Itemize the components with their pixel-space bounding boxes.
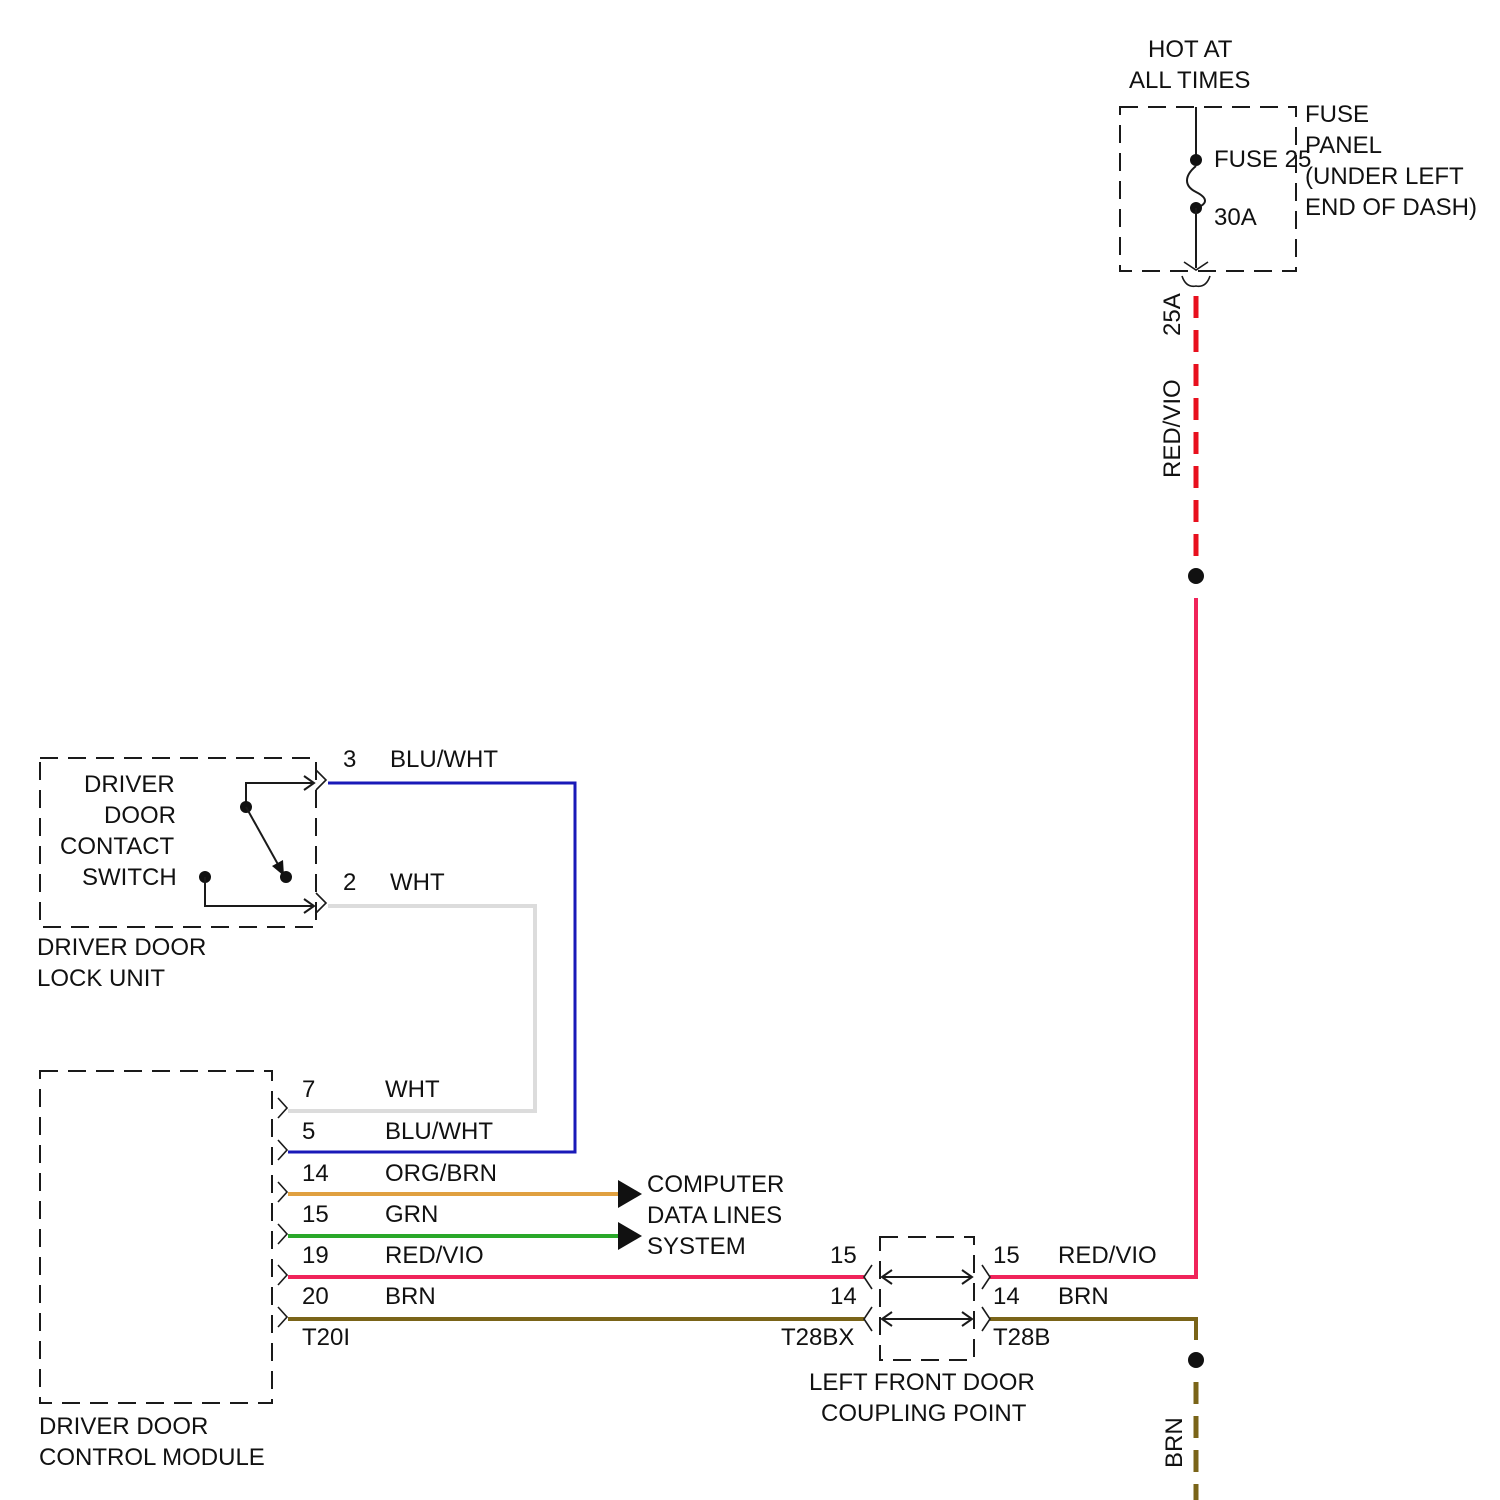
coupling-link-14 (882, 1312, 972, 1326)
control-module-connectors (278, 1098, 287, 1327)
ground-wire-label: BRN (1161, 1417, 1188, 1468)
coupling-right-connector-name: T28B (993, 1324, 1050, 1351)
module-pin7-wire: WHT (385, 1076, 440, 1103)
lock-unit-label-line2: LOCK UNIT (37, 965, 165, 992)
module-connector-name: T20I (302, 1324, 350, 1351)
module-pin19-wire: RED/VIO (385, 1242, 484, 1269)
left-front-door-coupling-point: 15 14 T28BX 15 RED/VIO 14 BRN T28B LEFT … (781, 1237, 1157, 1427)
fuse-panel: HOT AT ALL TIMES FUSE 25 30A FUSE PANEL … (1120, 36, 1477, 478)
coupling-link-15 (882, 1270, 972, 1284)
switch-lead-bottom (205, 877, 312, 906)
module-connector-pin20 (278, 1307, 287, 1327)
lock-unit-pin2-wire: WHT (390, 869, 445, 896)
module-connector-pin7 (278, 1098, 287, 1118)
switch-label-line3: CONTACT (60, 833, 175, 860)
data-line-arrow-org-brn-icon (618, 1180, 642, 1208)
fuse-output-wire-label: RED/VIO (1159, 379, 1186, 478)
control-module-label-line1: DRIVER DOOR (39, 1413, 208, 1440)
control-module-box (40, 1071, 272, 1403)
wires (288, 296, 1204, 1500)
coupling-label-line1: LEFT FRONT DOOR (809, 1369, 1035, 1396)
module-connector-pin5 (278, 1140, 287, 1160)
module-pin19-number: 19 (302, 1242, 329, 1269)
lock-unit-connector-pin2 (316, 893, 326, 913)
switch-blade (246, 807, 280, 868)
lock-unit-pin3-number: 3 (343, 746, 356, 773)
coupling-right-connector-14 (982, 1307, 990, 1331)
control-module-label-line2: CONTROL MODULE (39, 1444, 265, 1471)
module-pin7-number: 7 (302, 1076, 315, 1103)
module-pin14-number: 14 (302, 1160, 329, 1187)
fuse-label: FUSE 25 (1214, 146, 1311, 173)
switch-lead-top (246, 783, 312, 806)
data-lines-label-line1: COMPUTER (647, 1171, 784, 1198)
module-pin15-wire: GRN (385, 1201, 438, 1228)
switch-label-line4: SWITCH (82, 864, 177, 891)
coupling-box (880, 1237, 974, 1360)
module-pin20-number: 20 (302, 1283, 329, 1310)
module-connector-pin19 (278, 1265, 287, 1285)
module-pin15-number: 15 (302, 1201, 329, 1228)
coupling-left-pin15: 15 (830, 1242, 857, 1269)
driver-door-control-module: 7 WHT 5 BLU/WHT 14 ORG/BRN 15 GRN 19 RED… (39, 1071, 497, 1471)
coupling-right-connector-15 (982, 1265, 990, 1289)
hot-at-all-times-line1: HOT AT (1148, 36, 1233, 63)
splice-dot-bottom (1188, 1352, 1204, 1368)
switch-label-line1: DRIVER (84, 771, 175, 798)
coupling-left-connector-name: T28BX (781, 1324, 854, 1351)
coupling-left-connector-15 (864, 1265, 872, 1289)
fuse-panel-label-line1: FUSE (1305, 101, 1369, 128)
module-pin20-wire: BRN (385, 1283, 436, 1310)
lock-unit-pin3-wire: BLU/WHT (390, 746, 498, 773)
coupling-left-connector-14 (864, 1307, 872, 1331)
module-pin5-number: 5 (302, 1118, 315, 1145)
data-lines-label-line2: DATA LINES (647, 1202, 782, 1229)
fuse-rating: 30A (1214, 204, 1257, 231)
lock-unit-label-line1: DRIVER DOOR (37, 934, 206, 961)
computer-data-lines: COMPUTER DATA LINES SYSTEM (618, 1171, 784, 1260)
module-pin5-wire: BLU/WHT (385, 1118, 493, 1145)
fuse-element-icon (1187, 166, 1205, 208)
coupling-right-pin15: 15 (993, 1242, 1020, 1269)
lock-unit-connector-pin3 (316, 770, 326, 790)
coupling-right-pin14-wire: BRN (1058, 1283, 1109, 1310)
fuse-panel-label-line4: END OF DASH) (1305, 194, 1477, 221)
fuse-panel-label-line3: (UNDER LEFT (1305, 163, 1464, 190)
coupling-right-pin15-wire: RED/VIO (1058, 1242, 1157, 1269)
coupling-right-pin14: 14 (993, 1283, 1020, 1310)
coupling-label-line2: COUPLING POINT (821, 1400, 1027, 1427)
data-line-arrow-grn-icon (618, 1222, 642, 1250)
switch-contact-right (280, 871, 292, 883)
fuse-terminal-top (1190, 154, 1202, 166)
fuse-panel-box (1120, 107, 1296, 271)
hot-at-all-times-line2: ALL TIMES (1129, 67, 1250, 94)
fuse-output-pin-label: 25A (1159, 293, 1186, 336)
module-pin14-wire: ORG/BRN (385, 1160, 497, 1187)
coupling-left-pin14: 14 (830, 1283, 857, 1310)
lock-unit-pin2-number: 2 (343, 869, 356, 896)
module-connector-pin15 (278, 1224, 287, 1244)
switch-label-line2: DOOR (104, 802, 176, 829)
module-connector-pin14 (278, 1182, 287, 1202)
splice-dot-top (1188, 568, 1204, 584)
fuse-panel-label-line2: PANEL (1305, 132, 1382, 159)
wire-red-vio-main (990, 598, 1196, 1277)
data-lines-label-line3: SYSTEM (647, 1233, 746, 1260)
